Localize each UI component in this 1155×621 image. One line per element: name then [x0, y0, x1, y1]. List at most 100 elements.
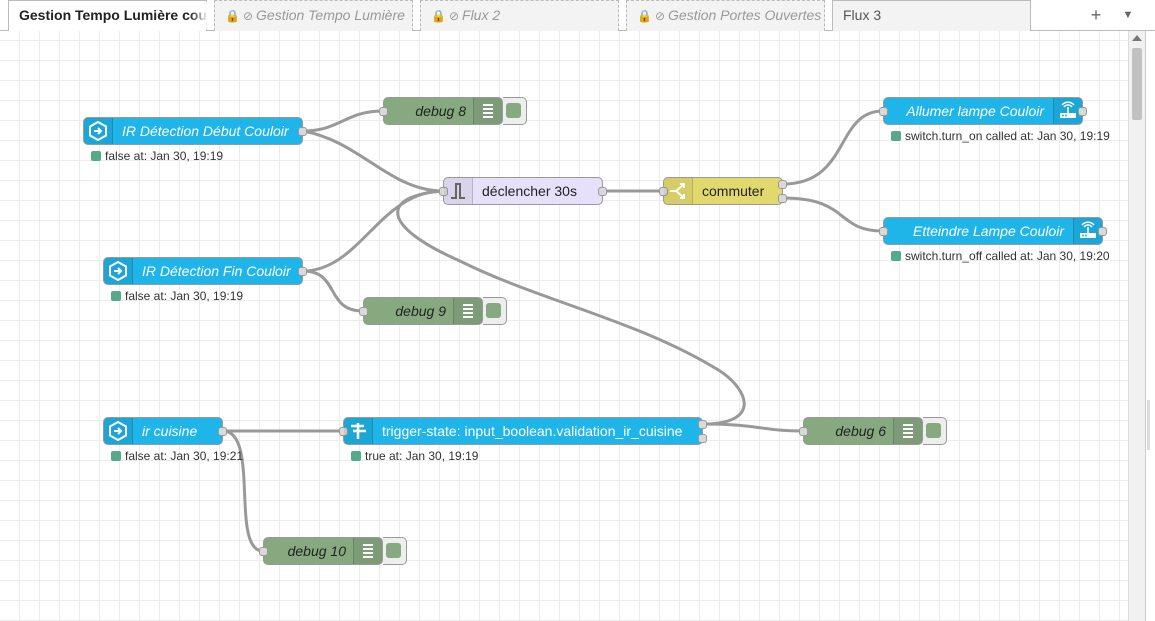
node-icon-box: [104, 258, 133, 284]
status-text: false at: Jan 30, 19:19: [105, 149, 224, 163]
tab-gestion-tempo-lumiere[interactable]: 🔒⊘Gestion Tempo Lumière: [214, 0, 413, 31]
output-port[interactable]: [1078, 107, 1087, 116]
node-label: debug 10: [287, 543, 346, 559]
trigger-icon: [451, 183, 465, 199]
flow-menu-button[interactable]: ▼: [1113, 0, 1143, 30]
node-icon-box: [344, 418, 373, 444]
node-label: debug 9: [395, 303, 446, 319]
list-icon: [353, 538, 382, 564]
wire: [302, 189, 444, 273]
node-icon-box: [84, 118, 113, 144]
node-label: Etteindre Lampe Couloir: [913, 223, 1064, 239]
debug-node-6[interactable]: debug 6: [799, 417, 923, 445]
node-icon-box: [1073, 218, 1102, 244]
status-dot: [891, 131, 901, 141]
node-label: trigger-state: input_boolean.validation_…: [382, 423, 683, 439]
scrollbar-thumb[interactable]: [1132, 48, 1142, 120]
input-port[interactable]: [799, 427, 808, 436]
list-icon: [893, 418, 922, 444]
tab-bar: Gestion Tempo Lumière cou 🔒⊘Gestion Temp…: [0, 0, 1155, 32]
wires-layer: [222, 109, 884, 553]
wire: [702, 422, 804, 433]
call-service-node-eteindre[interactable]: Etteindre Lampe Couloir: [879, 217, 1107, 245]
wire: [222, 429, 264, 553]
ha-event-icon: [89, 121, 107, 141]
wire: [302, 129, 444, 193]
router-icon: [1060, 101, 1076, 118]
debug-toggle-button[interactable]: [383, 537, 407, 565]
input-port[interactable]: [339, 427, 348, 436]
output-port[interactable]: [1098, 227, 1107, 236]
node-status: switch.turn_off called at: Jan 30, 19:20: [891, 249, 1110, 263]
switch-node[interactable]: commuter: [659, 177, 787, 205]
tab-flux-2[interactable]: 🔒⊘Flux 2: [420, 0, 619, 31]
input-port[interactable]: [659, 187, 668, 196]
wire: [302, 109, 384, 133]
vertical-scrollbar[interactable]: [1128, 31, 1145, 621]
output-port-1[interactable]: [698, 420, 707, 429]
output-port-1[interactable]: [778, 180, 787, 189]
flow-workspace[interactable]: IR Détection Début Couloir false at: Jan…: [0, 31, 1128, 621]
output-port-2[interactable]: [778, 194, 787, 203]
input-port[interactable]: [379, 107, 388, 116]
tab-label: Gestion Portes Ouvertes: [668, 7, 822, 23]
ha-event-icon: [109, 421, 127, 441]
output-port-2[interactable]: [698, 434, 707, 443]
router-icon: [1080, 221, 1096, 238]
debug-toggle-button[interactable]: [923, 417, 947, 445]
trigger-node[interactable]: déclencher 30s: [439, 177, 607, 205]
node-status: false at: Jan 30, 19:19: [91, 149, 223, 163]
ha-event-node-ir-cuisine[interactable]: ir cuisine: [103, 417, 227, 445]
status-text: switch.turn_off called at: Jan 30, 19:20: [905, 249, 1110, 263]
status-dot: [111, 451, 121, 461]
node-label: déclencher 30s: [482, 183, 577, 199]
tab-fade: [190, 2, 208, 29]
node-status: switch.turn_on called at: Jan 30, 19:19: [891, 129, 1110, 143]
input-port[interactable]: [439, 187, 448, 196]
lock-icon: 🔒: [225, 9, 240, 23]
input-port[interactable]: [879, 107, 888, 116]
status-dot: [91, 151, 101, 161]
chevron-down-icon: ▼: [1122, 9, 1134, 21]
scroll-up-arrow[interactable]: [1132, 35, 1142, 41]
debug-toggle-button[interactable]: [483, 297, 507, 325]
tab-flux-3[interactable]: Flux 3: [832, 0, 1031, 31]
node-label: commuter: [702, 183, 765, 199]
ha-event-node-ir-debut[interactable]: IR Détection Début Couloir: [83, 117, 307, 145]
sidebar-edge: [1145, 31, 1155, 621]
tab-gestion-tempo-lumiere-couloir[interactable]: Gestion Tempo Lumière cou: [8, 0, 207, 32]
add-flow-button[interactable]: +: [1081, 0, 1111, 30]
output-port[interactable]: [218, 427, 227, 436]
tab-label: Flux 2: [462, 7, 501, 23]
ha-event-node-ir-fin[interactable]: IR Détection Fin Couloir: [103, 257, 307, 285]
debug-toggle-button[interactable]: [503, 97, 527, 125]
trigger-state-node[interactable]: trigger-state: input_boolean.validation_…: [339, 417, 707, 445]
wire: [396, 189, 746, 426]
node-status: true at: Jan 30, 19:19: [351, 449, 478, 463]
node-label: IR Détection Fin Couloir: [142, 263, 291, 279]
call-service-node-allumer[interactable]: Allumer lampe Couloir: [879, 97, 1087, 125]
status-text: switch.turn_on called at: Jan 30, 19:19: [905, 129, 1110, 143]
input-port[interactable]: [259, 547, 268, 556]
status-dot: [351, 451, 361, 461]
input-port[interactable]: [879, 227, 888, 236]
status-text: true at: Jan 30, 19:19: [365, 449, 479, 463]
sidebar-resize-handle[interactable]: [1147, 400, 1150, 450]
output-port[interactable]: [298, 267, 307, 276]
disabled-icon: ⊘: [242, 9, 254, 23]
debug-node-10[interactable]: debug 10: [259, 537, 383, 565]
wire: [302, 269, 364, 313]
tab-label: Gestion Tempo Lumière: [256, 7, 405, 23]
disabled-icon: ⊘: [654, 9, 666, 23]
output-port[interactable]: [598, 187, 607, 196]
tab-gestion-portes-ouvertes[interactable]: 🔒⊘Gestion Portes Ouvertes: [626, 0, 825, 31]
debug-node-9[interactable]: debug 9: [359, 297, 483, 325]
node-label: ir cuisine: [142, 423, 198, 439]
node-icon-box: [1053, 98, 1082, 124]
input-port[interactable]: [359, 307, 368, 316]
output-port[interactable]: [298, 127, 307, 136]
debug-node-8[interactable]: debug 8: [379, 97, 503, 125]
node-label: IR Détection Début Couloir: [122, 123, 289, 139]
switch-icon: [670, 183, 685, 199]
tab-label: Gestion Tempo Lumière cou: [19, 7, 207, 23]
